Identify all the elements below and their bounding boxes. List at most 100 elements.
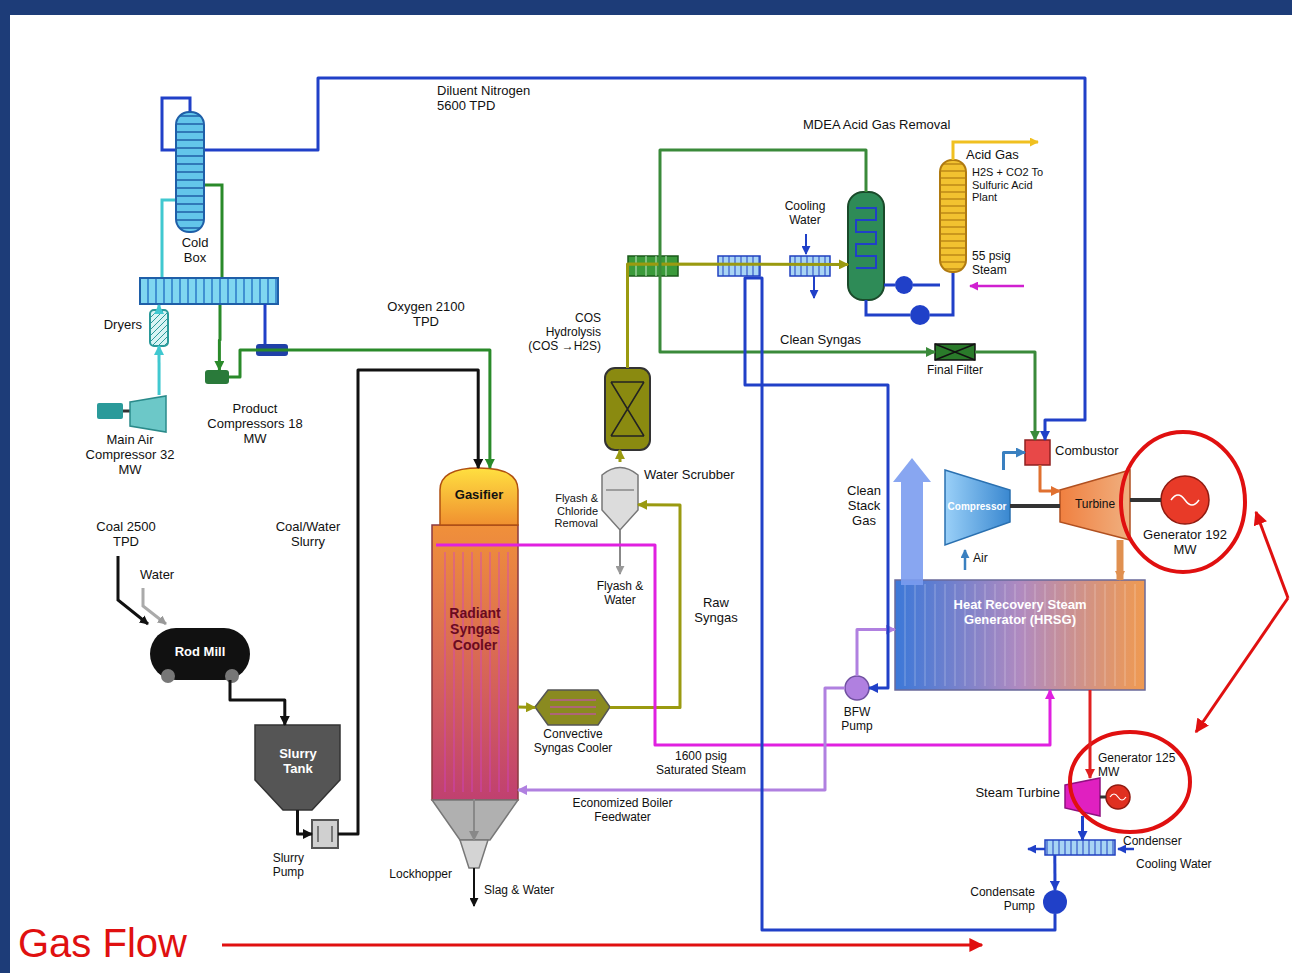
process-stream — [278, 78, 1085, 440]
cold-box — [140, 98, 288, 356]
equipment-node: Slurry Tank — [255, 725, 340, 810]
gasifier-vessel-part — [460, 840, 488, 868]
gas-turbine-part — [964, 550, 967, 570]
equipment-label: Condensate Pump — [943, 886, 1035, 914]
equipment-node: BFW Pump — [845, 676, 869, 700]
water-scrubber-part — [619, 530, 621, 574]
equipment-node: Generator 192 MW — [1161, 476, 1209, 524]
process-stream — [1040, 465, 1060, 491]
process-stream — [158, 305, 161, 310]
equipment-node: Final Filter — [935, 344, 975, 360]
rod-mill-part — [225, 669, 239, 683]
cold-box-part — [264, 304, 267, 344]
air-compressor — [97, 396, 166, 432]
gasifier-vessel — [432, 468, 518, 906]
equipment-label: Water Scrubber — [644, 468, 754, 483]
process-stream — [218, 305, 222, 370]
stream-label: Diluent Nitrogen 5600 TPD — [437, 84, 555, 114]
steam-cycle-part — [1028, 848, 1045, 851]
air-compressor-part — [97, 403, 123, 419]
hrsg-part — [900, 584, 1140, 686]
equipment-label: Generator 192 MW — [1138, 528, 1232, 558]
equipment-node: Water ScrubberFlyash & Chloride Removal — [602, 462, 638, 530]
equipment-label: Combustor — [1055, 444, 1137, 459]
cos-reactor-part — [605, 368, 650, 450]
equipment-node: Heat Recovery Steam Generator (HRSG) — [895, 580, 1145, 690]
equipment-label: Compressor — [947, 501, 1007, 513]
equipment-node: MDEA Acid Gas Removal — [848, 192, 884, 300]
heat-exchangers-part — [718, 256, 760, 276]
final-filter-part — [935, 344, 975, 360]
process-stream — [518, 688, 845, 790]
equipment-label: MDEA Acid Gas Removal — [803, 118, 1033, 133]
stream-label: Raw Syngas — [688, 596, 744, 626]
heat-exchangers-part — [628, 256, 678, 276]
equipment-label: Generator 125 MW — [1098, 752, 1178, 780]
water-scrubber-part — [606, 489, 634, 491]
acid-gas-removal-part — [940, 160, 966, 272]
hrsg-part — [893, 458, 931, 585]
heat-exchangers-part — [790, 256, 830, 276]
acid-gas-removal-part — [866, 272, 953, 315]
slurry-tank-part — [255, 725, 340, 810]
product-compressor-part — [205, 370, 229, 384]
slurry-pump — [312, 820, 338, 848]
process-stream — [518, 545, 1050, 745]
stream-label: Air — [973, 552, 1003, 566]
hrsg — [893, 458, 1145, 690]
equipment-label: Condenser — [1123, 835, 1198, 849]
process-stream — [975, 352, 1035, 440]
gasifier-vessel-part — [440, 552, 510, 792]
equipment-label: Radiant Syngas Cooler — [438, 605, 512, 653]
gas-turbine-part — [1025, 440, 1050, 465]
gasifier-vessel-part — [473, 868, 475, 906]
process-stream — [1089, 690, 1092, 778]
equipment-node: Lockhopper — [460, 840, 488, 868]
cold-box-part — [204, 185, 222, 278]
stream-label: Cooling Water — [768, 200, 842, 228]
equipment-label: Turbine — [1065, 498, 1125, 512]
equipment-node: Gasifier — [440, 468, 518, 525]
final-filter — [935, 344, 975, 360]
cos-reactor-part — [611, 382, 644, 436]
gasifier-vessel-part — [432, 800, 518, 840]
heat-exchangers — [628, 234, 830, 298]
stream-label: 55 psig Steam — [972, 250, 1024, 278]
steam-cycle-part — [1045, 840, 1115, 855]
process-stream — [230, 680, 285, 725]
coal-water-feed-part — [143, 588, 166, 624]
process-stream — [1004, 453, 1026, 471]
process-stream — [474, 800, 475, 840]
equipment-node: Generator 125 MW — [1106, 785, 1130, 809]
cold-box-part — [204, 149, 278, 152]
gas-turbine-part — [945, 470, 1010, 545]
equipment-node: Combustor — [1025, 440, 1050, 465]
gasifier-vessel-part — [440, 468, 518, 525]
highlight-annotation-part — [1121, 432, 1245, 572]
rod-mill-part — [161, 669, 175, 683]
equipment-node: Cold Box — [140, 100, 278, 305]
stream-label: 1600 psig Saturated Steam — [655, 750, 747, 778]
highlight-annotation-part — [1070, 732, 1190, 832]
process-stream — [298, 810, 313, 834]
equipment-label: Final Filter — [925, 364, 985, 378]
gas-turbine-part — [1010, 504, 1060, 508]
equipment-label: Slurry Tank — [263, 747, 333, 777]
cold-box-part — [176, 112, 204, 232]
equipment-node: Dryers — [150, 310, 168, 346]
water-scrubber-part — [602, 468, 638, 531]
process-stream — [660, 150, 935, 352]
heat-exchangers-part — [805, 234, 807, 254]
equipment-label: Slurry Pump — [244, 852, 304, 880]
stream-label: Oxygen 2100 TPD — [386, 300, 466, 330]
equipment-node: Steam Turbine — [1065, 778, 1100, 816]
highlight-annotation — [222, 432, 1288, 945]
equipment-label: Rod Mill — [160, 645, 240, 660]
equipment-node: Slurry Pump — [312, 820, 338, 848]
equipment-node: Radiant Syngas Cooler — [432, 525, 518, 800]
rod-mill — [150, 628, 250, 683]
process-stream — [518, 706, 535, 710]
stream-label: Acid Gas — [966, 148, 1046, 163]
